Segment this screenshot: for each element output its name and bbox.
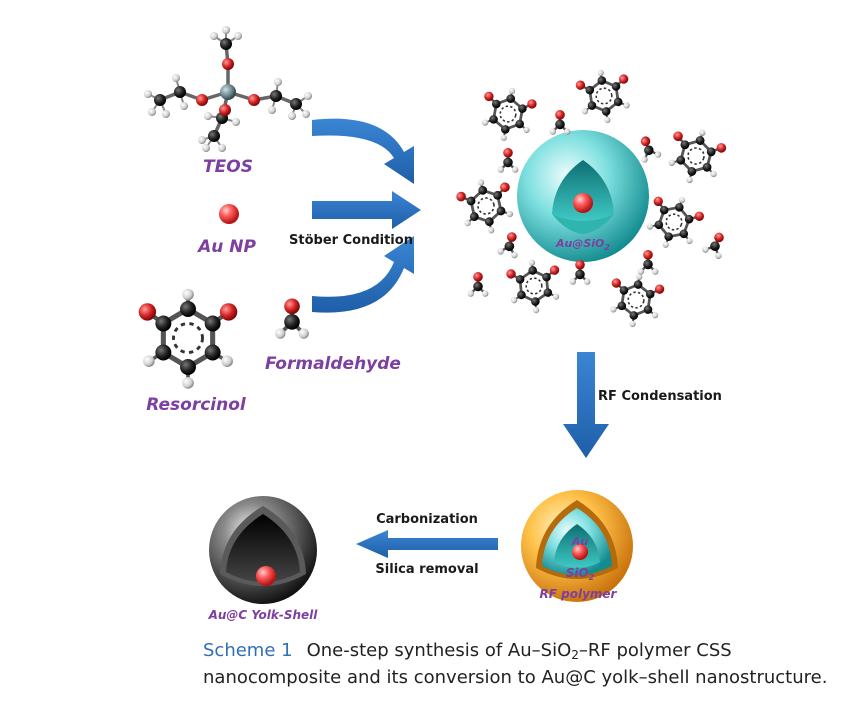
teos-molecule [144, 26, 312, 152]
synthesis-scheme: TEOS Au NP Resorcinol Formaldehyde Stöbe… [0, 26, 732, 622]
label-yolk-shell: Au@C Yolk-Shell [208, 608, 319, 622]
resorcinol-molecule [572, 64, 636, 129]
label-rf-polymer: RF polymer [540, 587, 618, 601]
caption-subscript: 2 [571, 648, 579, 662]
scheme-caption: Scheme 1 One-step synthesis of Au–SiO2–RF… [203, 637, 843, 691]
formaldehyde-molecule [568, 258, 592, 286]
resorcinol-molecule [503, 255, 565, 317]
label-teos: TEOS [203, 157, 253, 177]
au-c-yolk-shell [209, 496, 317, 604]
resorcinol-molecule [475, 81, 541, 147]
resorcinol-molecule [638, 186, 710, 259]
carbonization-arrow [356, 530, 498, 558]
label-formaldehyde: Formaldehyde [265, 354, 401, 374]
formaldehyde-molecule [466, 270, 490, 298]
caption-text-b: –RF polymer CSS nanocomposite and its co… [203, 640, 828, 688]
au-nanoparticle [219, 204, 239, 224]
label-au-sio2: Au@SiO2 [555, 237, 610, 252]
formaldehyde-molecule [495, 228, 525, 261]
formaldehyde-molecule [632, 131, 664, 165]
caption-label: Scheme 1 [203, 640, 293, 661]
formaldehyde-molecule [699, 227, 732, 262]
label-silica-removal: Silica removal [375, 562, 478, 577]
label-carbonization: Carbonization [376, 512, 478, 527]
resorcinol-molecule [661, 121, 731, 192]
formaldehyde-molecule [273, 296, 311, 341]
caption-text-a: One-step synthesis of Au–SiO [306, 640, 572, 661]
resorcinol-molecule [452, 172, 520, 241]
label-rf-condensation: RF Condensation [598, 389, 722, 404]
rf-condensation-arrow [563, 352, 609, 458]
label-resorcinol: Resorcinol [146, 395, 247, 415]
resorcinol-molecule [604, 268, 668, 333]
au-sio2-particle [517, 130, 649, 262]
rf-polymer-particle [521, 490, 633, 602]
label-core-au: Au [571, 535, 589, 548]
formaldehyde-molecule [548, 108, 572, 137]
label-core-sio2: SiO2 [566, 566, 595, 582]
formaldehyde-molecule [496, 146, 520, 175]
formaldehyde-molecule [636, 248, 660, 276]
label-stober-condition: Stöber Condition [289, 233, 413, 248]
resorcinol-molecule [139, 289, 238, 389]
label-au-np: Au NP [196, 237, 256, 257]
stober-arrows [312, 118, 421, 313]
